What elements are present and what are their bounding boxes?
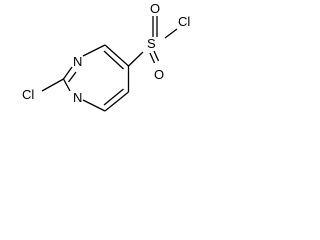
atom-n-upper: N <box>73 54 82 69</box>
structure-drawing: N N Cl S O O Cl <box>22 1 190 112</box>
atom-cl-ring: Cl <box>22 87 34 102</box>
atom-o-top: O <box>150 1 160 16</box>
bond-c5-c6-inner <box>103 50 124 70</box>
bond-n1-c2 <box>62 66 73 80</box>
bond-c2-cl <box>41 78 64 92</box>
bond-s-o-bottom-b <box>153 50 160 62</box>
atom-cl-sulfonyl: Cl <box>178 14 190 29</box>
bond-c2-n3 <box>62 78 71 92</box>
bond-s-o-bottom-a <box>149 52 156 64</box>
bond-c5-c6 <box>104 44 129 67</box>
atom-s: S <box>147 36 156 51</box>
bond-c6-n1 <box>82 44 106 57</box>
bond-n1-c2-inner <box>67 71 77 83</box>
atom-o-bottom: O <box>154 67 164 82</box>
bond-c4-c5-inner <box>103 88 124 106</box>
molecule-diagram: N N Cl S O O Cl <box>0 0 198 132</box>
bond-c4-c5 <box>104 91 129 112</box>
bond-c5-s <box>128 51 144 67</box>
bond-n3-c4 <box>82 99 106 112</box>
bond-s-cl <box>164 28 178 39</box>
atom-n-lower: N <box>73 90 82 105</box>
